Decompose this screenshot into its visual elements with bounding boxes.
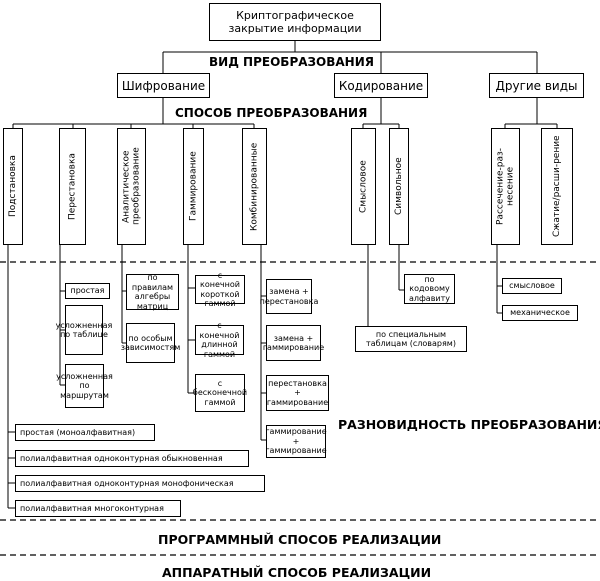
header-programmny: ПРОГРАММНЫЙ СПОСОБ РЕАЛИЗАЦИИ	[158, 532, 442, 547]
variant-poly-odno: полиалфавитная одноконтурная обыкновенна…	[15, 450, 249, 467]
method-rassechenie: Рассечение-раз-несение	[491, 128, 520, 245]
variant-poly-mnogo: полиалфавитная многоконтурная	[15, 500, 181, 517]
variant-zamena-perestanovka: замена + перестановка	[260, 279, 318, 314]
method-simvolnoe: Символьное	[389, 128, 409, 245]
variant-gammirovanie-gammirovanie: гаммирование + гаммирование	[265, 425, 327, 458]
method-podstanovka: Подстановка	[3, 128, 23, 245]
kind-shifrovanie: Шифрование	[117, 73, 210, 98]
top-node: Криптографическое закрытие информации	[209, 3, 381, 41]
variant-prostaya-mono: простая (моноалфавитная)	[15, 424, 155, 441]
variant-beskonechnoy: с бесконечной гаммой	[193, 374, 247, 412]
header-raznovidnost: РАЗНОВИДНОСТЬ ПРЕОБРАЗОВАНИЯ	[338, 417, 600, 432]
header-vid: ВИД ПРЕОБРАЗОВАНИЯ	[209, 55, 375, 69]
kind-drugie: Другие виды	[489, 73, 584, 98]
method-perestanovka: Перестановка	[59, 128, 86, 245]
variant-po-kodovomu: по кодовому алфавиту	[404, 274, 455, 304]
variant-po-spec-tabl: по специальным таблицам (словарям)	[355, 326, 467, 352]
variant-smyslovoe: смысловое	[502, 278, 562, 294]
method-kombinirovannye: Комбинированные	[242, 128, 267, 245]
kind-kodirovanie: Кодирование	[334, 73, 428, 98]
variant-konechnoy-korotkoy: с конечной короткой гаммой	[195, 271, 245, 308]
header-sposob: СПОСОБ ПРЕОБРАЗОВАНИЯ	[175, 106, 368, 120]
variant-poly-odno-mono: полиалфавитная одноконтурная монофоничес…	[15, 475, 265, 492]
variant-zamena-gammirovanie: замена + гаммирование	[263, 325, 324, 361]
variant-uslozh-marsh: усложненная по маршрутам	[56, 364, 113, 408]
variant-mehanicheskoe: механическое	[502, 305, 578, 321]
method-smyslovoe: Смысловое	[351, 128, 376, 245]
variant-uslozh-tabl: усложненная по таблице	[56, 305, 112, 355]
method-gammirovanie: Гаммирование	[183, 128, 204, 245]
method-szhatie: Сжатие/расши-рение	[541, 128, 573, 245]
header-apparatny: АППАРАТНЫЙ СПОСОБ РЕАЛИЗАЦИИ	[162, 565, 432, 580]
variant-prostaya: простая	[65, 283, 110, 299]
variant-po-pravilam: по правилам алгебры матриц	[126, 273, 179, 311]
variant-po-osobym: по особым зависимостям	[121, 323, 180, 363]
variant-konechnoy-dlinnoy: с конечной длинной гаммой	[195, 321, 244, 359]
method-analiticheskoe: Аналитическое преобразование	[117, 128, 146, 245]
variant-perestanovka-gammirovanie: перестановка + гаммирование	[266, 375, 329, 411]
